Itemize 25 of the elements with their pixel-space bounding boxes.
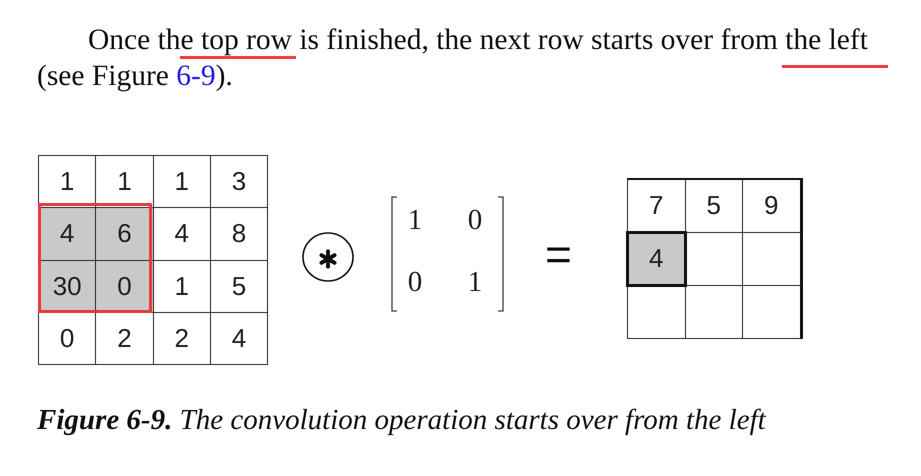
matrix-cell: 4: [210, 312, 268, 365]
matrix-cell: 1: [96, 156, 154, 208]
matrix-cell: 1: [38, 156, 96, 208]
highlighted-cell: 6: [96, 208, 154, 260]
highlighted-cell: 4: [628, 232, 685, 286]
figure-caption: Figure 6-9. The convolution operation starts over from the left: [37, 403, 766, 438]
matrix-cell: 4: [153, 208, 210, 260]
matrix-value: 0: [406, 266, 424, 298]
matrix-cell: 5: [210, 260, 268, 312]
matrix-cell: 7: [628, 179, 685, 232]
matrix-value: 1: [466, 266, 484, 298]
equals-sign: =: [545, 232, 572, 276]
matrix-cell: 1: [153, 260, 210, 312]
figure-link: 6-9: [176, 60, 216, 92]
matrix-cell: 5: [685, 179, 742, 232]
matrix-value: 0: [466, 204, 484, 236]
matrix-cell: 1: [153, 156, 210, 208]
matrix-cell: 0: [38, 312, 96, 365]
matrix-cell: 2: [153, 312, 210, 365]
highlighted-cell: 4: [38, 208, 96, 260]
matrix-cell: 2: [96, 312, 154, 365]
matrix-value: 1: [406, 204, 424, 236]
matrix-cell: 9: [742, 179, 801, 232]
matrix-cell: 8: [210, 208, 268, 260]
matrix-cell: 3: [210, 156, 268, 208]
